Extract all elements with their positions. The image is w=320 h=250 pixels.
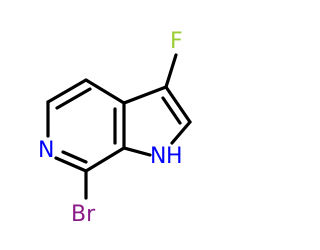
bond-c2-n1 <box>170 120 192 145</box>
bond-n1-c7a <box>122 146 152 157</box>
bond-c3-c2 <box>164 85 192 124</box>
bonds <box>46 53 192 200</box>
bond-n6-c7-inner <box>61 150 88 164</box>
molecule-structure: F N N H Br <box>38 29 192 227</box>
bond-c4-c5 <box>46 78 88 104</box>
bond-c3a-c3 <box>122 85 168 105</box>
molecule-diagram: F N N H Br <box>38 29 192 227</box>
atom-nitrogen-pyridine: N <box>38 138 54 163</box>
bond-c7-c7a <box>84 146 126 173</box>
bond-c3a-c4 <box>84 78 126 105</box>
atom-hydrogen-pyrrole: H <box>166 144 183 169</box>
atom-fluorine: F <box>170 29 183 54</box>
bond-c5-c4-inner <box>55 87 92 110</box>
bond-n6-c7 <box>54 156 88 173</box>
atom-bromine: Br <box>71 202 96 227</box>
atom-nitrogen-pyrrole: N <box>150 144 166 169</box>
bond-c3-f <box>164 53 178 89</box>
bond-c3-c2-inner <box>161 96 182 125</box>
